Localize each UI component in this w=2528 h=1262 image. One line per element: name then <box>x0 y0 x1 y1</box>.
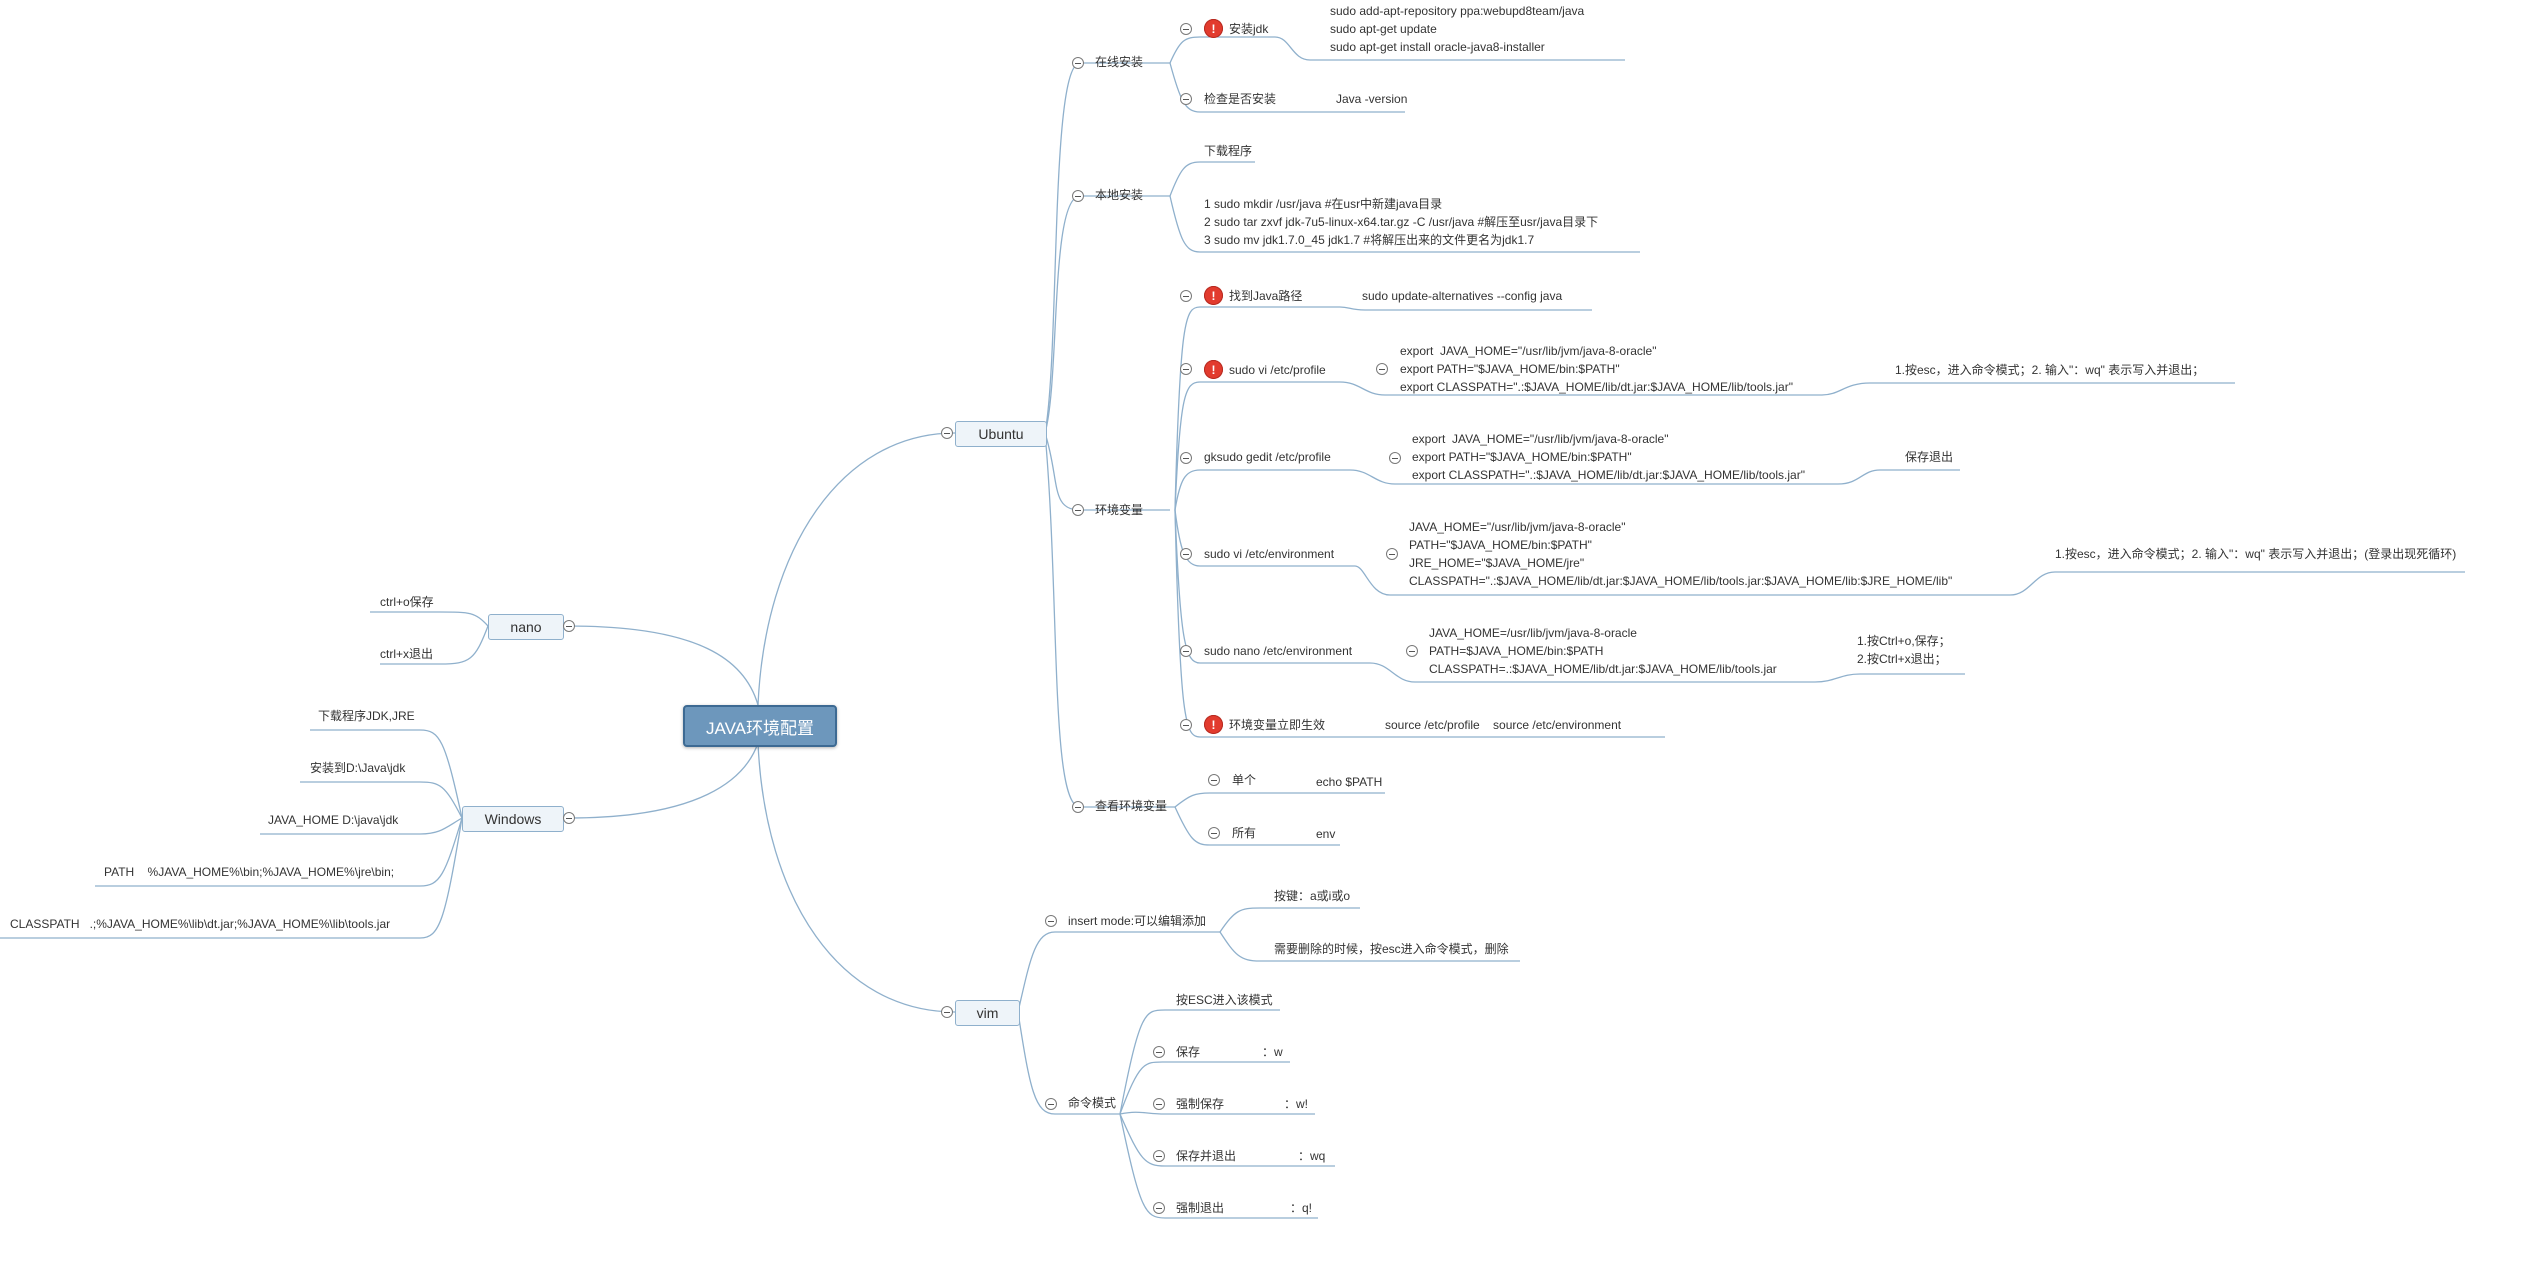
node-win-install[interactable]: 安装到D:\Java\jdk <box>310 761 406 775</box>
node-vi-environment-note[interactable]: 1.按esc，进入命令模式；2. 输入"：wq" 表示写入并退出；(登录出现死循… <box>2055 547 2457 561</box>
collapse-icon[interactable] <box>1180 290 1192 302</box>
node-force-save-cmd[interactable]: ：w! <box>1284 1097 1309 1111</box>
collapse-icon[interactable] <box>1072 57 1084 69</box>
node-insert-delete[interactable]: 需要删除的时候，按esc进入命令模式，删除 <box>1274 942 1509 956</box>
collapse-icon[interactable] <box>941 427 953 439</box>
collapse-icon[interactable] <box>1376 363 1388 375</box>
node-insert-mode[interactable]: insert mode:可以编辑添加 <box>1068 914 1207 928</box>
collapse-icon[interactable] <box>1072 190 1084 202</box>
node-install-jdk[interactable]: 安装jdk <box>1229 22 1269 36</box>
collapse-icon[interactable] <box>1180 452 1192 464</box>
collapse-icon[interactable] <box>1180 93 1192 105</box>
node-save-cmd[interactable]: ：w <box>1262 1045 1283 1059</box>
branch-ubuntu[interactable]: Ubuntu <box>955 421 1047 447</box>
node-force-quit-cmd[interactable]: ：q! <box>1290 1201 1313 1215</box>
node-view-all-cmd[interactable]: env <box>1316 827 1336 841</box>
node-vi-environment-vars[interactable]: JAVA_HOME="/usr/lib/jvm/java-8-oracle" P… <box>1409 520 1953 588</box>
collapse-icon[interactable] <box>1208 827 1220 839</box>
collapse-icon[interactable] <box>1180 548 1192 560</box>
node-view-all[interactable]: 所有 <box>1232 826 1257 840</box>
node-win-java-home[interactable]: JAVA_HOME D:\java\jdk <box>268 813 399 827</box>
node-check-command[interactable]: Java -version <box>1336 92 1408 106</box>
collapse-icon[interactable] <box>1153 1202 1165 1214</box>
root-node[interactable]: JAVA环境配置 <box>683 705 837 747</box>
node-save-quit[interactable]: 保存并退出 <box>1176 1149 1237 1163</box>
priority-flag-icon: ! <box>1204 286 1223 305</box>
collapse-icon[interactable] <box>1072 504 1084 516</box>
node-vi-profile-exports[interactable]: export JAVA_HOME="/usr/lib/jvm/java-8-or… <box>1400 344 1793 394</box>
node-install-commands[interactable]: sudo add-apt-repository ppa:webupd8team/… <box>1330 4 1585 54</box>
collapse-icon[interactable] <box>1406 645 1418 657</box>
node-find-java-path-cmd[interactable]: sudo update-alternatives --config java <box>1362 289 1563 303</box>
node-win-path[interactable]: PATH %JAVA_HOME%\bin;%JAVA_HOME%\jre\bin… <box>104 865 395 879</box>
node-apply-env-cmd[interactable]: source /etc/profile source /etc/environm… <box>1385 718 1622 732</box>
collapse-icon[interactable] <box>1180 645 1192 657</box>
node-find-java-path[interactable]: 找到Java路径 <box>1229 289 1303 303</box>
node-insert-keys[interactable]: 按键：a或i或o <box>1274 889 1351 903</box>
node-nano-environment[interactable]: sudo nano /etc/environment <box>1204 644 1353 658</box>
collapse-icon[interactable] <box>1208 774 1220 786</box>
priority-flag-icon: ! <box>1204 715 1223 734</box>
branch-nano[interactable]: nano <box>488 614 564 640</box>
node-gedit-profile-exports[interactable]: export JAVA_HOME="/usr/lib/jvm/java-8-or… <box>1412 432 1805 482</box>
node-vi-profile[interactable]: sudo vi /etc/profile <box>1229 363 1326 377</box>
collapse-icon[interactable] <box>1153 1046 1165 1058</box>
node-force-save[interactable]: 强制保存 <box>1176 1097 1225 1111</box>
collapse-icon[interactable] <box>1180 363 1192 375</box>
node-env-vars[interactable]: 环境变量 <box>1095 503 1144 517</box>
node-local-steps[interactable]: 1 sudo mkdir /usr/java #在usr中新建java目录 2 … <box>1204 197 1599 247</box>
node-nano-quit[interactable]: ctrl+x退出 <box>380 647 434 661</box>
collapse-icon[interactable] <box>1153 1150 1165 1162</box>
node-local-install[interactable]: 本地安装 <box>1095 188 1144 202</box>
collapse-icon[interactable] <box>563 812 575 824</box>
collapse-icon[interactable] <box>563 620 575 632</box>
node-save[interactable]: 保存 <box>1176 1045 1201 1059</box>
node-force-quit[interactable]: 强制退出 <box>1176 1201 1225 1215</box>
priority-flag-icon: ! <box>1204 19 1223 38</box>
node-apply-env[interactable]: 环境变量立即生效 <box>1229 718 1326 732</box>
node-vi-profile-note[interactable]: 1.按esc，进入命令模式；2. 输入"：wq" 表示写入并退出； <box>1895 363 2205 377</box>
node-view-env[interactable]: 查看环境变量 <box>1095 799 1168 813</box>
collapse-icon[interactable] <box>941 1006 953 1018</box>
node-online-install[interactable]: 在线安装 <box>1095 55 1144 69</box>
collapse-icon[interactable] <box>1153 1098 1165 1110</box>
node-gedit-profile-note[interactable]: 保存退出 <box>1905 450 1954 464</box>
node-win-classpath[interactable]: CLASSPATH .;%JAVA_HOME%\lib\dt.jar;%JAVA… <box>10 917 391 931</box>
node-nano-environment-note[interactable]: 1.按Ctrl+o,保存； 2.按Ctrl+x退出； <box>1857 634 1951 666</box>
branch-windows[interactable]: Windows <box>462 806 564 832</box>
collapse-icon[interactable] <box>1072 801 1084 813</box>
collapse-icon[interactable] <box>1389 452 1401 464</box>
node-download-program[interactable]: 下载程序 <box>1204 144 1253 158</box>
branch-vim[interactable]: vim <box>955 1000 1020 1026</box>
collapse-icon[interactable] <box>1180 23 1192 35</box>
collapse-icon[interactable] <box>1180 719 1192 731</box>
node-nano-environment-vars[interactable]: JAVA_HOME=/usr/lib/jvm/java-8-oracle PAT… <box>1429 626 1777 676</box>
node-view-single[interactable]: 单个 <box>1232 773 1257 787</box>
priority-flag-icon: ! <box>1204 360 1223 379</box>
node-command-mode[interactable]: 命令模式 <box>1068 1096 1117 1110</box>
node-nano-save[interactable]: ctrl+o保存 <box>380 595 434 609</box>
node-esc-mode[interactable]: 按ESC进入该模式 <box>1176 993 1273 1007</box>
node-save-quit-cmd[interactable]: ：wq <box>1298 1149 1326 1163</box>
node-view-single-cmd[interactable]: echo $PATH <box>1316 775 1383 789</box>
node-win-download[interactable]: 下载程序JDK,JRE <box>318 709 415 723</box>
collapse-icon[interactable] <box>1386 548 1398 560</box>
collapse-icon[interactable] <box>1045 1098 1057 1110</box>
node-check-install[interactable]: 检查是否安装 <box>1204 92 1277 106</box>
collapse-icon[interactable] <box>1045 915 1057 927</box>
node-gedit-profile[interactable]: gksudo gedit /etc/profile <box>1204 450 1331 464</box>
node-vi-environment[interactable]: sudo vi /etc/environment <box>1204 547 1335 561</box>
